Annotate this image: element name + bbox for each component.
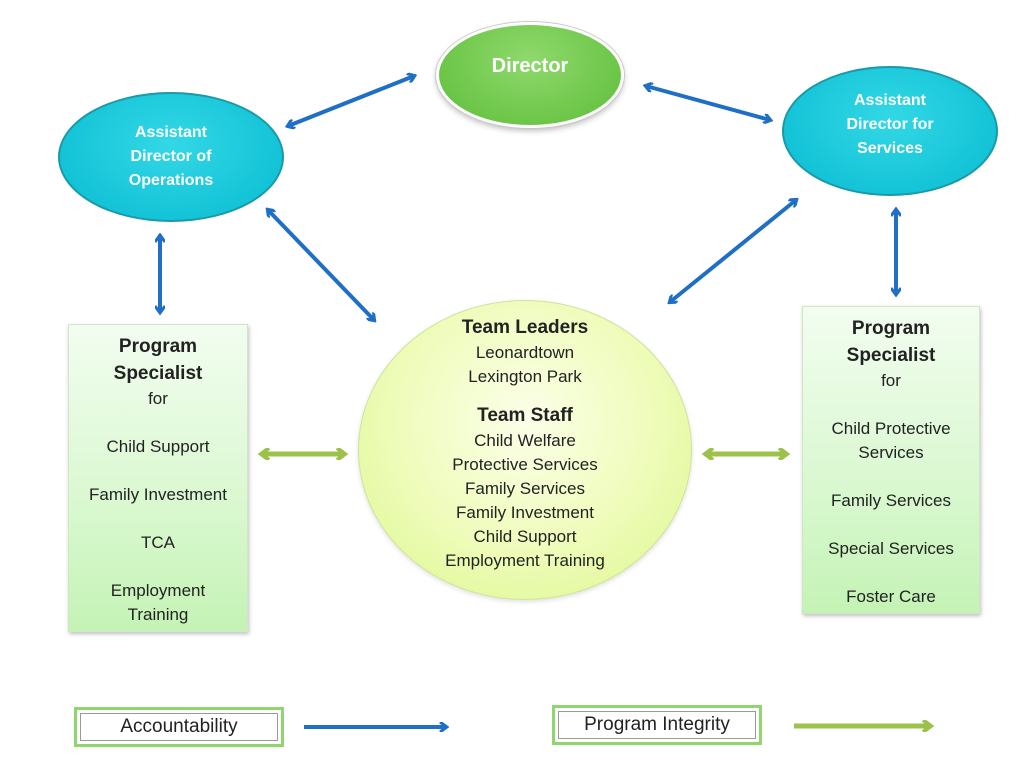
director-node: Director [436,22,624,128]
team-staff-item: Family Investment [456,503,594,522]
ads-line-1: Assistant [853,92,927,109]
left-specialist-heading-2: Specialist [113,363,203,384]
left-specialist-item: TCA [141,533,175,552]
left-specialist-item: Family Investment [89,485,227,504]
team-leader-item: Lexington Park [468,367,582,386]
right-specialist-heading-2: Specialist [846,345,936,366]
arrow-director-to-ado [288,76,414,126]
left-program-specialist-box: Program Specialist for Child Support Fam… [68,324,248,632]
team-staff-item: Family Services [465,479,585,498]
right-specialist-for: for [881,371,901,390]
right-specialist-item: Foster Care [846,587,936,606]
team-staff-item: Child Welfare [474,431,576,450]
ads-line-3: Services [857,140,923,157]
legend-integrity-label: Program Integrity [558,711,756,739]
asst-director-services-node: Assistant Director for Services [782,66,998,196]
team-staff-heading: Team Staff [477,405,573,426]
team-leader-item: Leonardtown [475,343,575,362]
ado-line-1: Assistant [134,124,208,141]
team-staff-item: Employment Training [445,551,605,570]
arrow-director-to-ads [646,86,770,120]
right-specialist-item: Services [858,443,924,462]
asst-director-operations-node: Assistant Director of Operations [58,92,284,222]
director-label: Director [491,54,569,77]
left-specialist-for: for [148,389,168,408]
legend-accountability-box: Accountability [74,707,284,747]
team-staff-item: Child Support [473,527,577,546]
left-specialist-item: Child Support [106,437,210,456]
right-program-specialist-box: Program Specialist for Child Protective … [802,306,980,614]
arrow-ads-to-team [670,200,796,302]
right-specialist-item: Special Services [828,539,954,558]
right-specialist-item: Child Protective [831,419,951,438]
ads-line-2: Director for [846,116,934,133]
ado-line-3: Operations [128,172,214,189]
right-specialist-item: Family Services [831,491,951,510]
arrow-ado-to-team [268,210,374,320]
left-specialist-item: Training [127,605,189,624]
legend-accountability-label: Accountability [80,713,278,741]
left-specialist-item: Employment [110,581,206,600]
team-circle: Team Leaders Leonardtown Lexington Park … [358,300,692,600]
ado-line-2: Director of [130,148,212,165]
team-leaders-heading: Team Leaders [461,317,589,338]
team-staff-item: Protective Services [452,455,598,474]
legend-integrity-box: Program Integrity [552,705,762,745]
right-specialist-heading-1: Program [851,318,931,339]
left-specialist-heading-1: Program [118,336,198,357]
